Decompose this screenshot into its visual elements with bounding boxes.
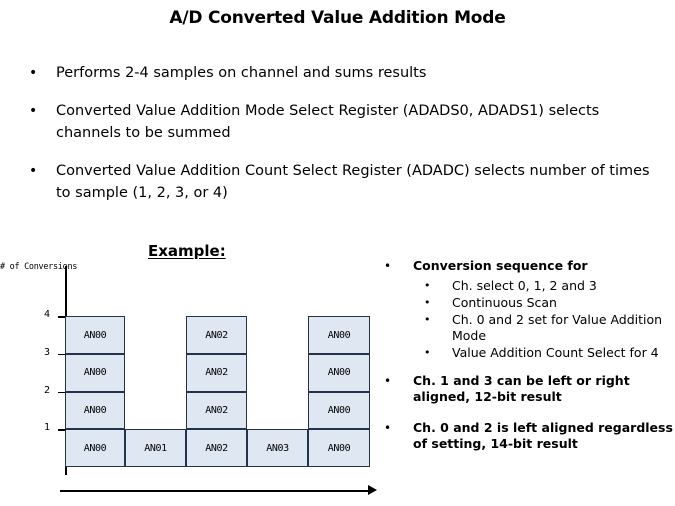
note-subtext: Ch. 0 and 2 set for Value Addition Mode bbox=[452, 312, 663, 343]
time-axis-arrow-head-icon bbox=[368, 485, 377, 495]
note-subtext: Continuous Scan bbox=[452, 295, 557, 310]
y-axis-label: # of Conversions bbox=[0, 262, 78, 272]
chart-cell: AN00 bbox=[65, 353, 125, 392]
chart-cell: AN02 bbox=[186, 391, 247, 430]
y-axis-tick-label: 4 bbox=[43, 309, 50, 321]
page-title: A/D Converted Value Addition Mode bbox=[169, 8, 506, 28]
list-item: • Ch. 0 and 2 is left aligned regardless… bbox=[380, 420, 675, 452]
note-subtext: Ch. select 0, 1, 2 and 3 bbox=[452, 278, 597, 293]
list-item: • Ch. 0 and 2 set for Value Addition Mod… bbox=[380, 312, 675, 344]
chart-cell: AN01 bbox=[125, 429, 186, 467]
chart-cell: AN03 bbox=[247, 429, 308, 467]
bullet-dot-icon: • bbox=[424, 279, 431, 292]
spacer bbox=[380, 409, 675, 420]
bullet-dot-icon: • bbox=[29, 65, 38, 81]
bullet-dot-icon: • bbox=[384, 259, 392, 273]
list-item: • Value Addition Count Select for 4 bbox=[380, 345, 675, 361]
bullet-dot-icon: • bbox=[29, 163, 38, 179]
list-item: • Performs 2-4 samples on channel and su… bbox=[0, 62, 660, 84]
bullet-text: Converted Value Addition Count Select Re… bbox=[56, 163, 650, 201]
bullet-dot-icon: • bbox=[384, 374, 392, 388]
list-item: • Converted Value Addition Mode Select R… bbox=[0, 100, 660, 144]
y-axis-tick-label: 2 bbox=[43, 384, 50, 396]
spacer bbox=[380, 362, 675, 373]
list-item: • Continuous Scan bbox=[380, 295, 675, 311]
list-item: • Ch. select 0, 1, 2 and 3 bbox=[380, 278, 675, 294]
bullet-dot-icon: • bbox=[29, 103, 38, 119]
note-text: Conversion sequence for bbox=[413, 258, 588, 273]
bullet-dot-icon: • bbox=[424, 296, 431, 309]
time-axis-arrow-line bbox=[60, 490, 370, 492]
chart-cell: AN00 bbox=[65, 316, 125, 354]
list-item: • Converted Value Addition Count Select … bbox=[0, 160, 660, 204]
bullet-dot-icon: • bbox=[424, 313, 431, 326]
notes-column: • Conversion sequence for • Ch. select 0… bbox=[380, 258, 675, 456]
chart-cell: AN00 bbox=[65, 391, 125, 430]
list-item: • Ch. 1 and 3 can be left or right align… bbox=[380, 373, 675, 405]
chart-cell: AN00 bbox=[308, 316, 370, 354]
note-text: Ch. 0 and 2 is left aligned regardless o… bbox=[413, 420, 673, 451]
bullet-dot-icon: • bbox=[424, 346, 431, 359]
bullet-dot-icon: • bbox=[384, 421, 392, 435]
y-axis-tick-label: 3 bbox=[43, 346, 50, 358]
chart-cell: AN02 bbox=[186, 316, 247, 354]
chart-cell: AN02 bbox=[186, 429, 247, 467]
y-axis-tick-label: 1 bbox=[43, 422, 50, 434]
example-heading: Example: bbox=[148, 242, 226, 260]
bullet-text: Converted Value Addition Mode Select Reg… bbox=[56, 103, 600, 141]
note-subtext: Value Addition Count Select for 4 bbox=[452, 345, 659, 360]
chart-cell: AN00 bbox=[308, 391, 370, 430]
bullet-list: • Performs 2-4 samples on channel and su… bbox=[0, 62, 660, 220]
note-text: Ch. 1 and 3 can be left or right aligned… bbox=[413, 373, 630, 404]
list-item: • Conversion sequence for bbox=[380, 258, 675, 274]
bullet-text: Performs 2-4 samples on channel and sums… bbox=[56, 65, 427, 81]
chart-cell: AN00 bbox=[308, 429, 370, 467]
chart-cell: AN02 bbox=[186, 353, 247, 392]
chart-cell: AN00 bbox=[65, 429, 125, 467]
chart-cell: AN00 bbox=[308, 353, 370, 392]
